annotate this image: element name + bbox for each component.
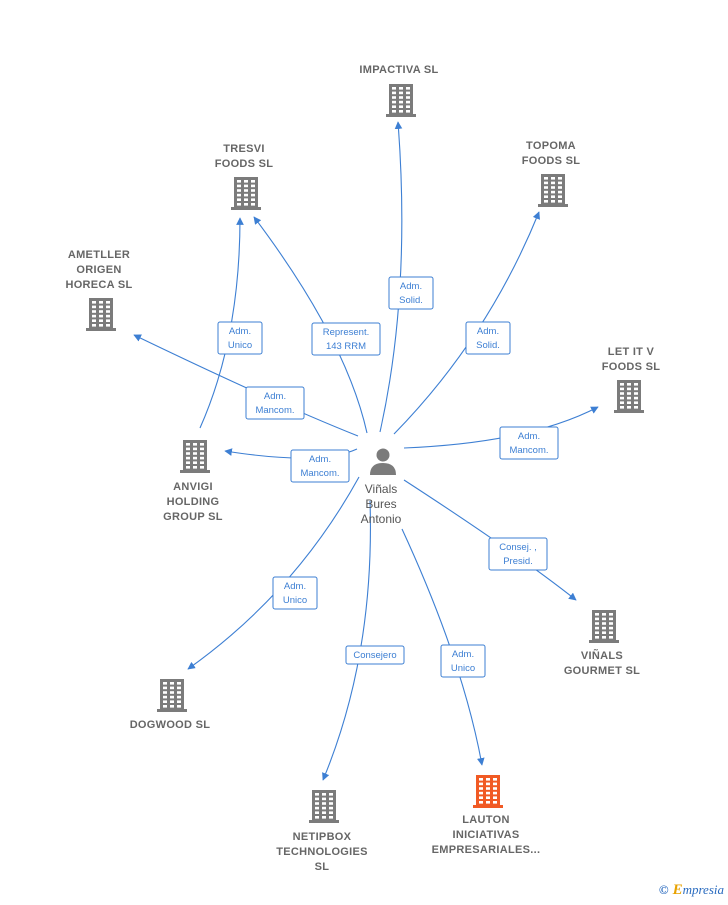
netipbox-building-icon[interactable]: [309, 790, 339, 823]
brand-name: mpresia: [682, 882, 724, 897]
company-dogwood-label: DOGWOOD SL: [130, 719, 211, 731]
edge-netipbox-label-line: Consejero: [353, 650, 396, 661]
company-netipbox-label-line: NETIPBOX: [293, 831, 352, 843]
company-netipbox-label-line: TECHNOLOGIES: [276, 846, 368, 858]
edge-topoma-label: Adm. Solid.: [476, 326, 500, 351]
edge-topoma-label-line: Adm.: [477, 326, 499, 337]
company-netipbox-label-line: SL: [315, 861, 330, 873]
edge-anvigi-label-box[interactable]: Adm. Mancom.: [290, 449, 350, 483]
company-lauton-label-line: INICIATIVAS: [452, 829, 519, 841]
edge-netipbox-line: [322, 500, 371, 781]
topoma-building-icon[interactable]: [538, 174, 568, 207]
edge-anvigi-label-line: Adm.: [309, 454, 331, 465]
edge-letitv-label: Adm. Mancom.: [509, 431, 548, 456]
edge-anvigi-tresvi-label-line: Adm.: [229, 326, 251, 337]
vinals-building-icon[interactable]: [589, 610, 619, 643]
edge-dogwood-label-box[interactable]: Adm. Unico: [272, 576, 318, 610]
edge-lauton-label-box[interactable]: Adm. Unico: [440, 644, 486, 678]
edge-letitv-label-line: Adm.: [518, 431, 540, 442]
edge-tresvi-label-box[interactable]: Represent. 143 RRM: [311, 322, 381, 356]
letitv-building-icon[interactable]: [614, 380, 644, 413]
anvigi-building-icon[interactable]: [180, 440, 210, 473]
company-ametller-label-line: HORECA SL: [65, 279, 132, 291]
edge-tresvi-label-line: Represent.: [323, 327, 369, 338]
edge-anvigi-tresvi-label-box[interactable]: Adm. Unico: [217, 321, 263, 355]
empresia-watermark: ©Empresia: [659, 882, 724, 899]
company-ametller-label-line: AMETLLER: [68, 249, 130, 261]
person-name-line: Antonio: [361, 512, 402, 526]
edge-impactiva-label-line: Solid.: [399, 295, 423, 306]
ametller-building-icon[interactable]: [86, 298, 116, 331]
company-topoma-label-line: TOPOMA: [526, 140, 576, 152]
edge-letitv-label-box[interactable]: Adm. Mancom.: [499, 426, 559, 460]
edge-topoma-label-box[interactable]: Adm. Solid.: [465, 321, 511, 355]
company-topoma-label: TOPOMA FOODS SL: [522, 140, 581, 167]
edge-ametller-label: Adm. Mancom.: [255, 391, 294, 416]
edge-lauton-label-line: Unico: [451, 663, 475, 674]
company-letitv-label-line: FOODS SL: [602, 361, 661, 373]
company-ametller-label: AMETLLER ORIGEN HORECA SL: [65, 249, 132, 291]
edge-vinals-label-box[interactable]: Consej. , Presid.: [488, 537, 548, 571]
edge-netipbox-label-box[interactable]: Consejero: [345, 645, 405, 665]
edge-impactiva-label: Adm. Solid.: [399, 281, 423, 306]
company-anvigi-label-line: ANVIGI: [173, 481, 213, 493]
company-ametller-label-line: ORIGEN: [76, 264, 121, 276]
edge-ametller-label-line: Adm.: [264, 391, 286, 402]
company-vinals-label-line: GOURMET SL: [564, 665, 640, 677]
edge-impactiva-label-line: Adm.: [400, 281, 422, 292]
company-vinals-label: VIÑALS GOURMET SL: [564, 649, 640, 677]
company-tresvi-label: TRESVI FOODS SL: [215, 143, 274, 170]
edge-lauton-label-line: Adm.: [452, 649, 474, 660]
edge-dogwood-label-line: Unico: [283, 595, 307, 606]
company-lauton-label-line: EMPRESARIALES...: [432, 844, 541, 856]
company-letitv-label-line: LET IT V: [608, 346, 655, 358]
edge-tresvi-label-line: 143 RRM: [326, 341, 366, 352]
company-topoma-label-line: FOODS SL: [522, 155, 581, 167]
company-impactiva-label: IMPACTIVA SL: [359, 64, 438, 76]
edge-dogwood-label: Adm. Unico: [283, 581, 307, 606]
edge-netipbox-label: Consejero: [353, 650, 396, 661]
impactiva-building-icon[interactable]: [386, 84, 416, 117]
person-name-line: Viñals: [365, 482, 397, 496]
company-anvigi-label-line: GROUP SL: [163, 511, 223, 523]
edge-lauton-label: Adm. Unico: [451, 649, 475, 674]
tresvi-building-icon[interactable]: [231, 177, 261, 210]
person-name-line: Bures: [365, 497, 396, 511]
edge-tresvi-label: Represent. 143 RRM: [323, 327, 369, 352]
company-anvigi-label-line: HOLDING: [167, 496, 220, 508]
edge-vinals-label-line: Presid.: [503, 556, 533, 567]
company-tresvi-label-line: FOODS SL: [215, 158, 274, 170]
company-anvigi-label: ANVIGI HOLDING GROUP SL: [163, 481, 223, 523]
lauton-building-icon[interactable]: [473, 775, 503, 808]
dogwood-building-icon[interactable]: [157, 679, 187, 712]
edge-impactiva-label-box[interactable]: Adm. Solid.: [388, 276, 434, 310]
brand-initial: E: [672, 882, 683, 898]
company-letitv-label: LET IT V FOODS SL: [602, 346, 661, 373]
edge-letitv-label-line: Mancom.: [509, 445, 548, 456]
company-tresvi-label-line: TRESVI: [223, 143, 265, 155]
edge-vinals-label: Consej. , Presid.: [499, 542, 537, 567]
edge-ametller-label-box[interactable]: Adm. Mancom.: [245, 386, 305, 420]
edge-anvigi-tresvi-label-line: Unico: [228, 340, 252, 351]
edge-dogwood-label-line: Adm.: [284, 581, 306, 592]
person-icon[interactable]: [370, 448, 396, 476]
edge-vinals-label-line: Consej. ,: [499, 542, 537, 553]
company-lauton-label: LAUTON INICIATIVAS EMPRESARIALES...: [432, 814, 541, 856]
edge-anvigi-label-line: Mancom.: [300, 468, 339, 479]
edge-ametller-label-line: Mancom.: [255, 405, 294, 416]
edge-anvigi-tresvi-label: Adm. Unico: [228, 326, 252, 351]
company-dogwood-label-line: DOGWOOD SL: [130, 719, 211, 731]
company-netipbox-label: NETIPBOX TECHNOLOGIES SL: [276, 831, 368, 873]
company-lauton-label-line: LAUTON: [462, 814, 509, 826]
edge-anvigi-label: Adm. Mancom.: [300, 454, 339, 479]
company-vinals-label-line: VIÑALS: [581, 649, 623, 662]
copyright-icon: ©: [658, 882, 669, 897]
edge-topoma-label-line: Solid.: [476, 340, 500, 351]
company-impactiva-label-line: IMPACTIVA SL: [359, 64, 438, 76]
